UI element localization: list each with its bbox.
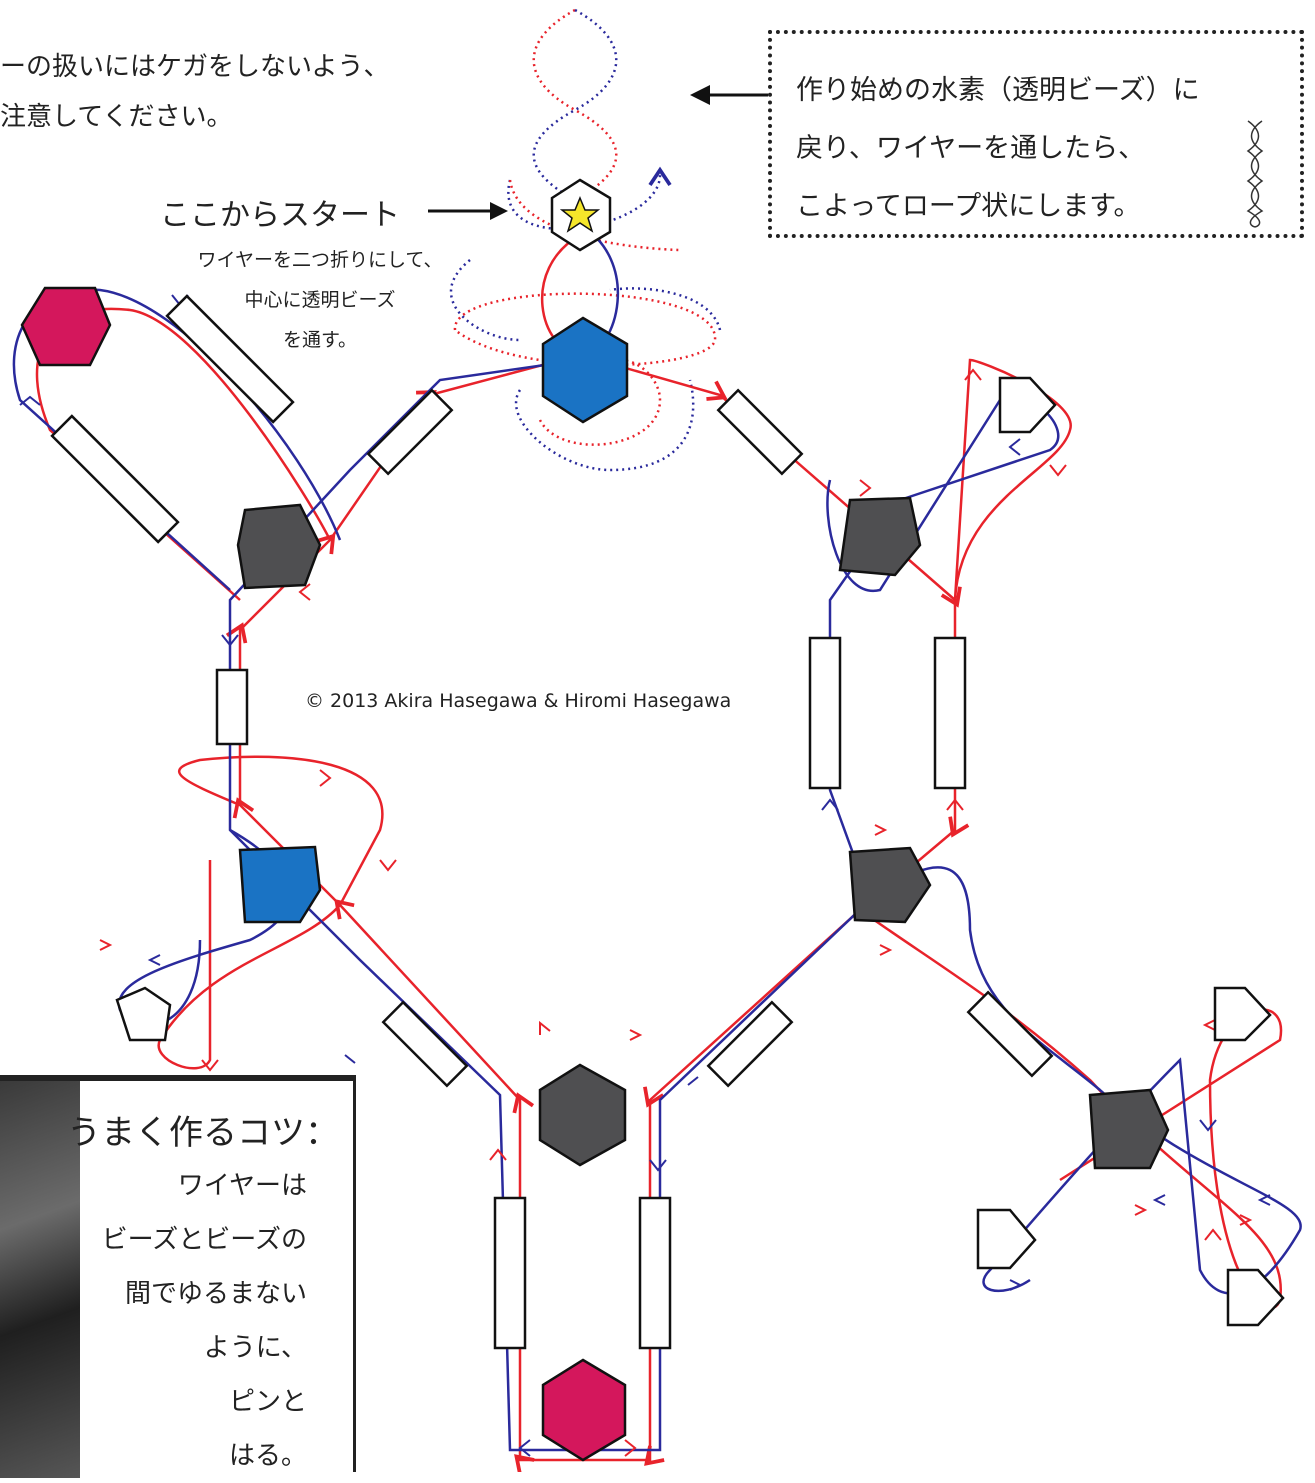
bead-branch-gray <box>1088 1088 1170 1170</box>
rope-callout-box: 作り始めの水素（透明ビーズ）に 戻り、ワイヤーを通したら、 こよってロープ状にし… <box>768 30 1304 238</box>
bead-right-gray <box>848 846 932 924</box>
hydrogen-beads <box>115 376 1285 1327</box>
start-note-line-3: を通す。 <box>282 329 358 351</box>
callout-line-3: こよってロープ状にします。 <box>796 191 1141 222</box>
tips-line-3: 間でゆるまない <box>124 1279 307 1309</box>
start-note-line-1: ワイヤーを二つ折りにして、 <box>197 249 443 271</box>
tips-line-2: ビーズとビーズの <box>101 1225 307 1255</box>
tips-line-5: ピンと <box>228 1387 307 1417</box>
tips-body: ワイヤーは ビーズとビーズの 間でゆるまない ように、 ピンと はる。 <box>102 1159 307 1483</box>
molecule-photo <box>0 1081 80 1478</box>
tips-line-4: ように、 <box>203 1333 307 1363</box>
copyright: © 2013 Akira Hasegawa & Hiromi Hasegawa <box>305 690 732 712</box>
tips-title: うまく作るコツ： <box>67 1113 339 1153</box>
start-arrow <box>428 202 508 220</box>
callout-line-1: 作り始めの水素（透明ビーズ）に <box>796 75 1200 106</box>
callout-line-2: 戻り、ワイヤーを通したら、 <box>796 133 1146 164</box>
bead-left-gray <box>236 503 322 590</box>
safety-warning: ーの扱いにはケガをしないよう、 注意してください。 <box>0 42 389 142</box>
tube-beads <box>50 294 1054 1350</box>
bead-right-top-gray <box>838 496 922 577</box>
bead-start-clear <box>550 178 612 252</box>
start-note: ワイヤーを二つ折りにして、 中心に透明ビーズ を通す。 <box>170 240 470 360</box>
warning-line-2: 注意してください。 <box>0 102 233 132</box>
bead-bottom-gray <box>538 1063 627 1167</box>
warning-line-1: ーの扱いにはケガをしないよう、 <box>0 52 390 82</box>
start-label: ここからスタート <box>160 198 400 233</box>
tips-line-1: ワイヤーは <box>177 1171 307 1201</box>
bead-top-blue <box>541 316 629 424</box>
bead-left-blue <box>238 845 322 924</box>
tips-panel: うまく作るコツ： ワイヤーは ビーズとビーズの 間でゆるまない ように、 ピンと… <box>0 1075 356 1478</box>
bead-topleft-magenta <box>20 286 112 367</box>
tips-line-6: はる。 <box>228 1441 307 1471</box>
start-note-line-2: 中心に透明ビーズ <box>244 289 396 311</box>
callout-text: 作り始めの水素（透明ビーズ）に 戻り、ワイヤーを通したら、 こよってロープ状にし… <box>796 62 1200 236</box>
callout-arrow <box>690 85 768 105</box>
rope-icon <box>1246 120 1264 228</box>
bead-bottom-magenta <box>541 1358 627 1462</box>
